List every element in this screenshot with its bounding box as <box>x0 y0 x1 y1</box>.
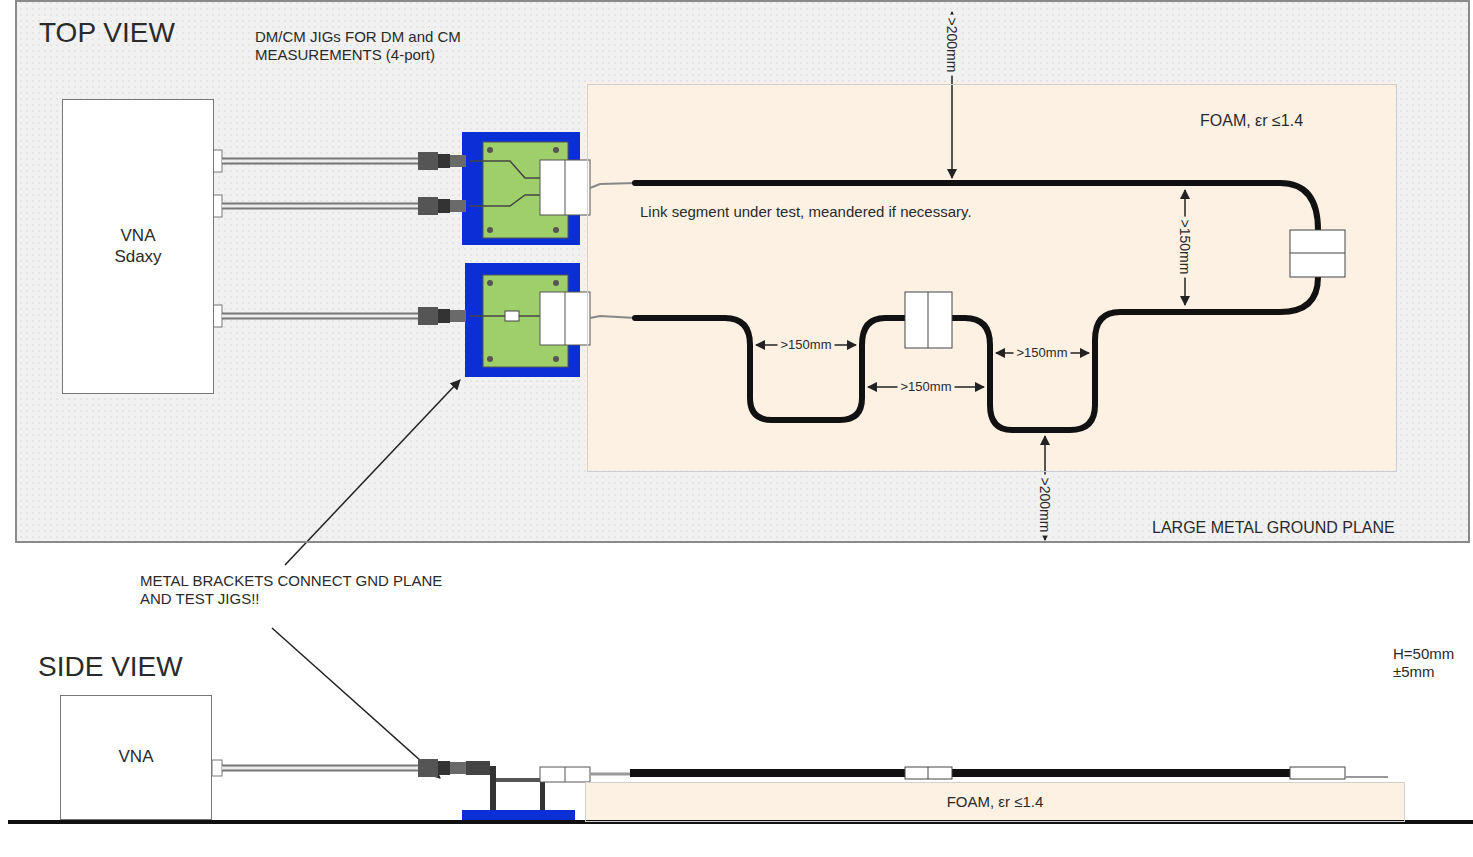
cable-connector <box>540 160 590 215</box>
inline-connector <box>928 292 929 348</box>
screw <box>553 227 559 233</box>
jig-note: DM/CM JIGs FOR DM and CM MEASUREMENTS (4… <box>255 28 505 64</box>
cable-connector <box>565 160 566 215</box>
cable-end <box>1345 776 1388 778</box>
ground-plane-panel: TOP VIEW LARGE METAL GROUND PLANE VNA Sdax… <box>15 0 1470 543</box>
sma-connector <box>438 309 450 323</box>
screw <box>487 147 493 153</box>
link-segment-cable <box>635 183 1318 430</box>
dimension-label: >200mm <box>1037 475 1054 536</box>
view-title: SIDE VIEW <box>38 650 183 684</box>
jig-component <box>505 311 519 321</box>
coax-cable <box>222 160 420 163</box>
sma-connector <box>466 761 490 775</box>
dimension-label: >150mm <box>1014 345 1071 361</box>
coax-cable <box>222 315 420 318</box>
cable-connector <box>565 767 566 782</box>
sma-connector <box>450 310 466 322</box>
cable-boot <box>590 773 632 776</box>
bracket-note: METAL BRACKETS CONNECT GND PLANE AND TES… <box>140 572 460 608</box>
cable-connector <box>540 292 590 345</box>
screw <box>553 356 559 362</box>
vna-box: VNA <box>60 695 212 820</box>
coax-cable <box>222 203 420 210</box>
foam-region: FOAM, εr ≤1.4 <box>587 84 1397 472</box>
dimension-label: >150mm <box>778 337 835 353</box>
inline-connector <box>1290 253 1345 254</box>
link-segment-cable <box>630 769 1290 777</box>
jig-trace <box>470 161 540 206</box>
node-text: VNA Sdaxy <box>103 226 173 267</box>
inline-connector <box>1290 767 1345 779</box>
link-note: Link segment under test, meandered if ne… <box>640 203 972 221</box>
coax-cable <box>222 205 420 208</box>
sma-connector <box>418 307 438 325</box>
inline-connector <box>928 767 929 779</box>
node-text: TOP VIEW <box>39 16 175 50</box>
node-text: FOAM, εr ≤1.4 <box>1200 111 1303 130</box>
inline-connector <box>1290 230 1345 277</box>
foam-fill <box>585 82 1395 470</box>
screw <box>487 280 493 286</box>
node-text: FOAM, εr ≤1.4 <box>947 793 1044 811</box>
screw <box>553 147 559 153</box>
cable-connector <box>540 767 590 782</box>
node-text: VNA <box>119 747 154 767</box>
coax-cable <box>222 313 420 320</box>
sma-connector <box>450 155 466 167</box>
coax-cable <box>222 158 420 165</box>
screw <box>487 227 493 233</box>
sma-connector <box>418 152 438 170</box>
bracket-post <box>540 782 545 812</box>
sma-connector <box>438 199 450 213</box>
dimension-label: >150mm <box>1177 217 1194 278</box>
coax-cable <box>222 767 420 770</box>
screw <box>553 280 559 286</box>
cable-boot <box>590 183 636 318</box>
ground-plane <box>15 0 1470 543</box>
sma-connector <box>418 197 438 215</box>
inline-connector <box>905 767 952 779</box>
sma-connector <box>450 762 466 774</box>
dimension-label: >200mm <box>944 15 961 76</box>
vna-port <box>212 760 222 776</box>
foam-fill <box>585 782 1405 822</box>
vna-box: VNA Sdaxy <box>62 99 214 394</box>
inline-connector <box>905 292 952 348</box>
height-note: H=50mm ±5mm <box>1393 645 1465 681</box>
dimension-label: >150mm <box>898 379 955 395</box>
jig-bracket <box>462 810 575 820</box>
jig-board <box>496 778 540 782</box>
sma-connector <box>450 200 466 212</box>
ground-plane-side <box>8 820 1473 824</box>
cable-connector <box>565 292 566 345</box>
foam-slab: FOAM, εr ≤1.4 <box>585 782 1405 822</box>
leader-line <box>285 380 460 565</box>
sma-connector <box>438 761 450 775</box>
screw <box>487 356 493 362</box>
bracket-post <box>490 766 496 812</box>
leader-line <box>272 628 440 778</box>
sma-connector <box>418 759 438 777</box>
node-text: LARGE METAL GROUND PLANE <box>1152 518 1395 537</box>
sma-connector <box>438 154 450 168</box>
coax-cable <box>222 765 420 772</box>
